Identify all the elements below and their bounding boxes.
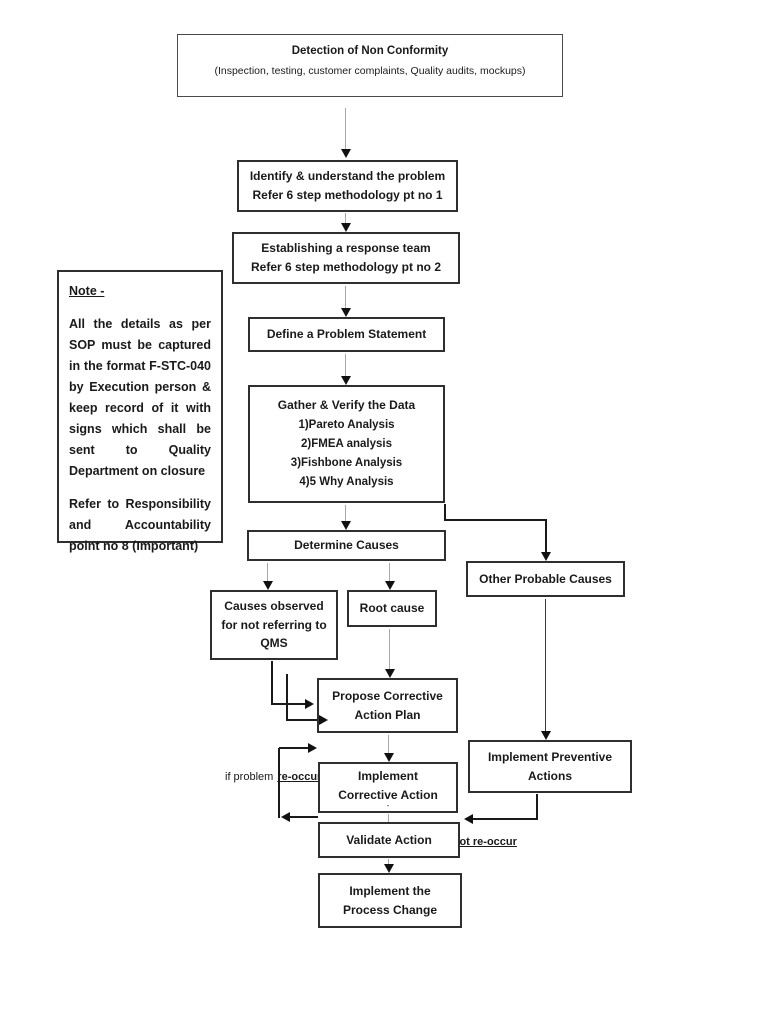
connector-preventive-down	[536, 794, 538, 820]
arrowhead-down-icon	[541, 731, 551, 740]
causes-observed-right-2	[286, 719, 319, 721]
arrowhead-down-icon	[385, 581, 395, 590]
node-label: Root cause	[359, 601, 425, 616]
connector-determine-causes-observed	[267, 563, 268, 581]
note-body-refer: Refer to Responsibility and Accountabili…	[69, 497, 211, 553]
node-implement-preventive-actions: Implement Preventive Actions	[468, 740, 632, 793]
label-re-occur: re-occur	[277, 771, 322, 783]
note-body: All the details as per SOP must be captu…	[69, 317, 211, 478]
loop-top-horizontal	[279, 747, 308, 749]
connector-determine-root-cause	[389, 563, 390, 581]
arrowhead-down-icon	[384, 753, 394, 762]
node-line1: Implement Preventive	[487, 749, 613, 764]
causes-observed-down-1	[271, 661, 273, 705]
causes-observed-right-1	[271, 703, 305, 705]
connector-detection-identify	[345, 108, 346, 149]
analysis-item: 4)5 Why Analysis	[299, 475, 394, 488]
branch-other-causes-horizontal	[444, 519, 547, 521]
node-implement-process-change: Implement the Process Change	[318, 873, 462, 928]
connector-validate-process-change	[388, 859, 389, 865]
node-line1: Establishing a response team	[261, 241, 431, 256]
branch-other-causes-vertical	[545, 519, 547, 552]
analysis-item: 2)FMEA analysis	[301, 437, 392, 450]
node-line2: Actions	[527, 768, 572, 783]
node-label: Other Probable Causes	[479, 571, 612, 586]
connector-preventive-left	[472, 818, 538, 820]
arrowhead-down-icon	[341, 149, 351, 158]
node-label: Causes observed for not referring to QMS	[221, 599, 327, 651]
node-line1: Implement the	[349, 883, 431, 898]
branch-other-causes-stub	[444, 504, 446, 520]
node-implement-corrective-action: Implement Corrective Action -	[318, 762, 458, 813]
connector-other-causes-preventive	[545, 599, 546, 731]
node-title: Gather & Verify the Data	[277, 398, 416, 413]
node-root-cause: Root cause	[347, 590, 437, 627]
arrowhead-down-icon	[341, 376, 351, 385]
node-line2: Process Change	[342, 902, 438, 917]
arrowhead-down-icon	[263, 581, 273, 590]
note-title: Note -	[69, 284, 105, 298]
note-box: Note - All the details as per SOP must b…	[57, 270, 223, 553]
loop-bottom-horizontal	[290, 816, 318, 818]
node-label: Define a Problem Statement	[266, 327, 427, 342]
node-determine-causes: Determine Causes	[247, 530, 446, 561]
connector-propose-implement	[388, 735, 389, 753]
node-identify-problem: Identify & understand the problem Refer …	[237, 160, 458, 212]
node-other-probable-causes: Other Probable Causes	[466, 561, 625, 597]
arrowhead-down-icon	[541, 552, 551, 561]
analysis-item: 1)Pareto Analysis	[298, 418, 395, 431]
arrowhead-down-icon	[341, 308, 351, 317]
stray-mark: -	[386, 801, 390, 811]
node-line1: Implement	[357, 768, 418, 783]
node-line2: Refer 6 step methodology pt no 2	[250, 260, 442, 274]
arrowhead-left-icon	[281, 812, 290, 822]
node-detection-of-non-conformity: Detection of Non Conformity (Inspection,…	[177, 34, 563, 97]
node-line2: Refer 6 step methodology pt no 1	[252, 188, 443, 202]
node-line1: Propose Corrective	[332, 688, 443, 703]
loop-vertical	[278, 748, 280, 818]
arrowhead-right-icon	[308, 743, 317, 753]
arrowhead-down-icon	[384, 864, 394, 873]
arrowhead-down-icon	[341, 223, 351, 232]
node-label: Determine Causes	[294, 538, 399, 553]
node-line2: Corrective Action	[338, 787, 438, 802]
connector-implement-validate	[388, 814, 389, 822]
arrowhead-right-icon	[319, 715, 328, 725]
node-line1: Identify & understand the problem	[249, 169, 446, 184]
causes-observed-down-2	[286, 674, 288, 721]
node-line2: Action Plan	[354, 707, 421, 722]
arrowhead-left-icon	[464, 814, 473, 824]
connector-team-define	[345, 286, 346, 308]
node-propose-corrective-action-plan: Propose Corrective Action Plan	[317, 678, 458, 733]
connector-define-gather	[345, 354, 346, 376]
node-define-problem-statement: Define a Problem Statement	[248, 317, 445, 352]
node-gather-verify-data: Gather & Verify the Data 1)Pareto Analys…	[248, 385, 445, 503]
arrowhead-down-icon	[385, 669, 395, 678]
label-if-problem: if problem	[225, 771, 274, 783]
connector-root-cause-propose	[389, 629, 390, 669]
arrowhead-down-icon	[341, 521, 351, 530]
node-response-team: Establishing a response team Refer 6 ste…	[232, 232, 460, 284]
node-causes-observed: Causes observed for not referring to QMS	[210, 590, 338, 660]
node-label: Validate Action	[346, 832, 432, 847]
analysis-item: 3)Fishbone Analysis	[290, 456, 403, 469]
connector-identify-team	[345, 213, 346, 223]
node-subtitle: (Inspection, testing, customer complaint…	[214, 64, 526, 77]
arrowhead-right-icon	[305, 699, 314, 709]
node-title: Detection of Non Conformity	[291, 45, 449, 57]
node-validate-action: Validate Action	[318, 822, 460, 858]
connector-gather-determine	[345, 505, 346, 521]
